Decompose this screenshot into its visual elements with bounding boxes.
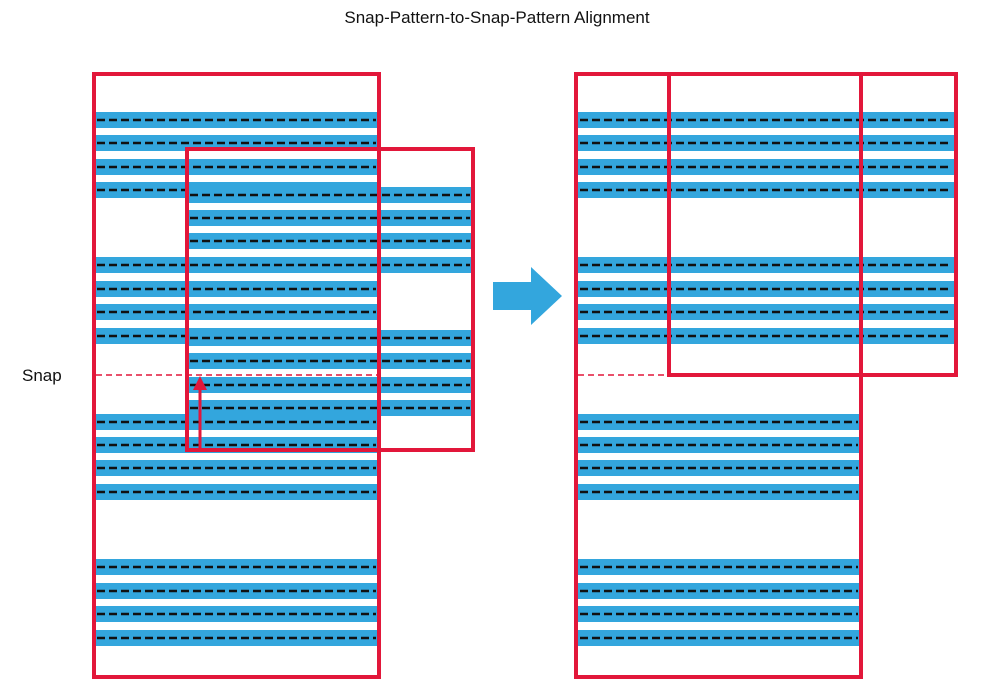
right-frame-aligned [667, 72, 958, 377]
left-frame-shifted [185, 147, 475, 452]
left-frame-big [92, 72, 381, 679]
diagram-title: Snap-Pattern-to-Snap-Pattern Alignment [344, 8, 650, 27]
up-arrow-icon [193, 376, 207, 390]
right-arrow-icon [493, 267, 562, 325]
snap-label: Snap [22, 366, 62, 385]
